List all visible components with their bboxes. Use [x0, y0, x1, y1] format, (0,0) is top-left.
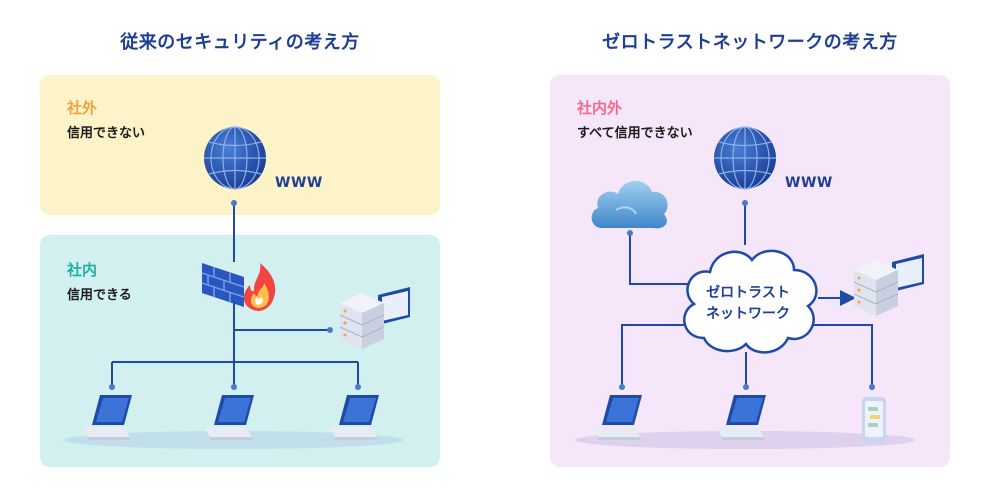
zero-trust-network-cloud [683, 249, 818, 354]
globe-icon [204, 126, 266, 190]
globe-icon [714, 126, 776, 190]
server-icon [853, 254, 924, 316]
inside-zone-description: 信用できる [67, 288, 132, 303]
inside-zone-label: 社内 [67, 261, 98, 279]
smartphone-icon [862, 397, 886, 443]
zero-trust-network-label: ゼロトラスト ネットワーク [688, 283, 808, 325]
laptop-icon [204, 395, 254, 440]
laptop-icon [329, 395, 379, 440]
server-icon [339, 287, 410, 349]
www-label-left: WWW [275, 175, 323, 191]
firewall-icon [201, 263, 276, 311]
zero-trust-zone-description: すべて信用できない [577, 126, 693, 141]
outside-zone-label: 社外 [67, 99, 98, 117]
cloud-service-icon [591, 180, 668, 229]
traditional-security-title: 従来のセキュリティの考え方 [120, 32, 360, 53]
outside-zone-description: 信用できない [67, 126, 146, 141]
laptop-icon [592, 395, 642, 440]
zero-trust-title: ゼロトラストネットワークの考え方 [602, 32, 898, 53]
laptop-icon [716, 395, 766, 440]
cloud-label-line-2: ネットワーク [706, 306, 790, 322]
cloud-label-line-1: ゼロトラスト [706, 285, 790, 301]
www-label-right: WWW [785, 175, 833, 191]
zero-trust-zone-label: 社内外 [577, 99, 623, 117]
laptop-icon [82, 395, 132, 440]
